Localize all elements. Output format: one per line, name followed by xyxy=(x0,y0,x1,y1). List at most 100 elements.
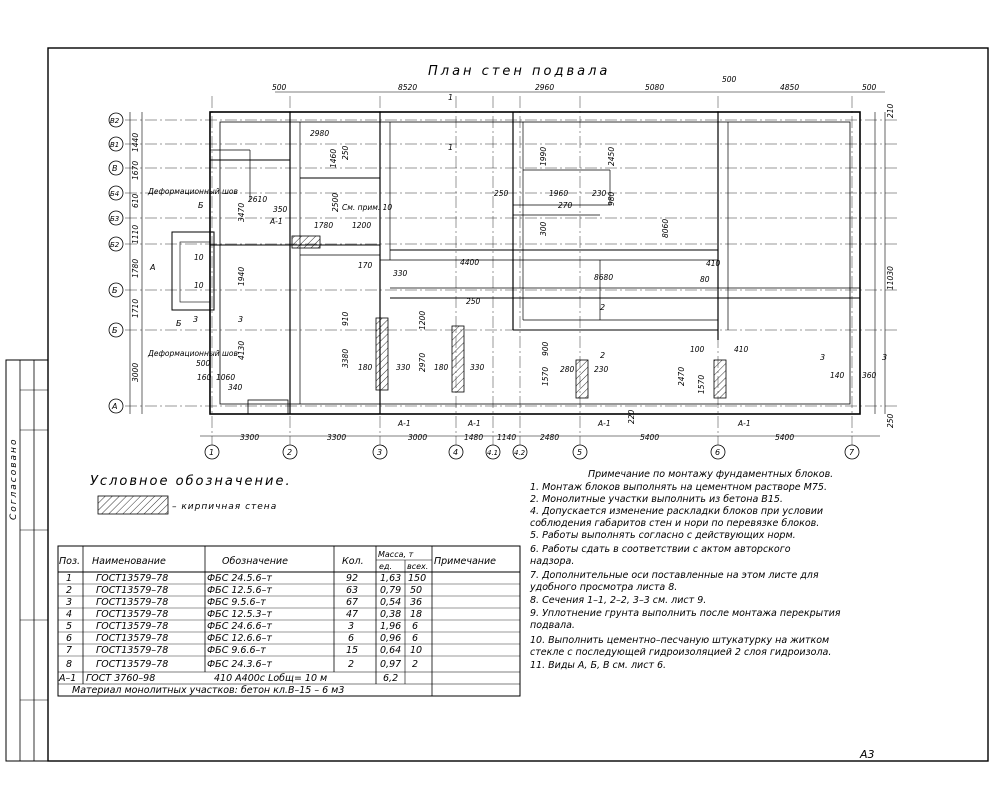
svg-text:6: 6 xyxy=(412,621,418,632)
svg-text:7. Дополнительные оси поставле: 7. Дополнительные оси поставленные на эт… xyxy=(530,570,819,581)
svg-text:ФБС 12.5.6–т: ФБС 12.5.6–т xyxy=(207,585,272,596)
svg-text:250: 250 xyxy=(341,145,350,160)
svg-text:1,96: 1,96 xyxy=(380,621,401,632)
svg-text:А: А xyxy=(111,402,117,411)
svg-text:160: 160 xyxy=(197,373,212,382)
svg-text:А: А xyxy=(149,263,155,272)
svg-text:0,54: 0,54 xyxy=(380,597,401,608)
axis-labels-left: В2 В1 В Б4 Б3 Б2 Б Б А xyxy=(110,117,120,411)
svg-text:А-1: А-1 xyxy=(397,419,411,428)
svg-text:4: 4 xyxy=(66,609,72,620)
svg-text:ГОСТ13579–78: ГОСТ13579–78 xyxy=(96,633,168,644)
brick-wall xyxy=(575,359,589,399)
svg-text:2: 2 xyxy=(66,585,72,596)
svg-text:ГОСТ13579–78: ГОСТ13579–78 xyxy=(96,597,168,608)
svg-text:5. Работы выполнять согласно с: 5. Работы выполнять согласно с действующ… xyxy=(530,530,796,541)
svg-text:330: 330 xyxy=(393,269,408,278)
svg-text:47: 47 xyxy=(346,609,358,620)
svg-text:ФБС 24.6.6–т: ФБС 24.6.6–т xyxy=(207,621,272,632)
svg-text:18: 18 xyxy=(410,609,422,620)
svg-text:4.1: 4.1 xyxy=(487,449,498,457)
svg-text:4130: 4130 xyxy=(237,341,246,360)
svg-text:См. прим. 10: См. прим. 10 xyxy=(342,203,392,212)
svg-text:7: 7 xyxy=(849,448,855,457)
svg-text:ГОСТ13579–78: ГОСТ13579–78 xyxy=(96,621,168,632)
svg-text:ФБС 12.5.3–т: ФБС 12.5.3–т xyxy=(207,609,272,620)
svg-text:5400: 5400 xyxy=(775,433,794,442)
svg-text:150: 150 xyxy=(408,573,426,584)
svg-text:340: 340 xyxy=(228,383,243,392)
svg-text:4400: 4400 xyxy=(460,258,479,267)
svg-text:1460: 1460 xyxy=(329,149,338,168)
svg-text:1: 1 xyxy=(209,448,214,457)
svg-text:180: 180 xyxy=(358,363,373,372)
svg-text:8060: 8060 xyxy=(661,219,670,238)
svg-text:ФБС 24.5.6–т: ФБС 24.5.6–т xyxy=(207,573,272,584)
axis-labels-bottom: 1 2 3 4 4.1 4.2 5 6 7 xyxy=(209,448,855,457)
svg-text:2: 2 xyxy=(600,351,605,360)
svg-text:2: 2 xyxy=(287,448,292,457)
svg-text:3: 3 xyxy=(820,353,825,362)
svg-text:6: 6 xyxy=(715,448,720,457)
svg-text:4850: 4850 xyxy=(780,83,799,92)
svg-text:3380: 3380 xyxy=(341,349,350,368)
svg-text:ГОСТ 3760–98: ГОСТ 3760–98 xyxy=(86,673,155,684)
svg-text:Поз.: Поз. xyxy=(59,556,80,567)
svg-text:1570: 1570 xyxy=(541,367,550,386)
svg-text:330: 330 xyxy=(470,363,485,372)
svg-text:1440: 1440 xyxy=(131,133,140,152)
svg-text:980: 980 xyxy=(607,191,616,206)
svg-text:2980: 2980 xyxy=(310,129,329,138)
svg-text:В: В xyxy=(112,164,118,173)
left-dims: 1440 1670 1110 1780 1710 3000 610 xyxy=(131,133,140,382)
svg-text:500: 500 xyxy=(722,75,737,84)
svg-text:8520: 8520 xyxy=(398,83,417,92)
svg-text:220: 220 xyxy=(627,409,636,424)
svg-text:2500: 2500 xyxy=(331,193,340,212)
svg-text:ГОСТ13579–78: ГОСТ13579–78 xyxy=(96,609,168,620)
svg-text:Наименование: Наименование xyxy=(92,556,166,567)
svg-text:7: 7 xyxy=(66,645,72,656)
svg-text:Б4: Б4 xyxy=(110,190,119,198)
svg-text:230: 230 xyxy=(594,365,609,374)
notes: Примечание по монтажу фундаментных блоко… xyxy=(529,469,841,671)
svg-text:360: 360 xyxy=(862,371,877,380)
axis-markers-bottom xyxy=(204,444,860,460)
svg-text:6: 6 xyxy=(348,633,354,644)
svg-text:270: 270 xyxy=(558,201,573,210)
svg-text:А-1: А-1 xyxy=(737,419,751,428)
sheet-format: A3 xyxy=(859,748,875,761)
svg-text:100: 100 xyxy=(690,345,705,354)
svg-text:10: 10 xyxy=(194,253,204,262)
svg-text:50: 50 xyxy=(410,585,422,596)
dimension-lines xyxy=(129,91,886,437)
svg-text:ГОСТ13579–78: ГОСТ13579–78 xyxy=(96,573,168,584)
axis-grid xyxy=(125,96,900,445)
svg-text:0,96: 0,96 xyxy=(380,633,401,644)
svg-text:Б: Б xyxy=(198,201,204,210)
svg-text:ФБС 12.6.6–т: ФБС 12.6.6–т xyxy=(207,633,272,644)
svg-text:92: 92 xyxy=(346,573,358,584)
svg-text:900: 900 xyxy=(541,341,550,356)
svg-text:4. Допускается изменение раскл: 4. Допускается изменение раскладки блоко… xyxy=(530,506,823,517)
svg-text:Б2: Б2 xyxy=(110,241,120,249)
basement-wall-plan xyxy=(171,111,861,415)
svg-text:6: 6 xyxy=(412,633,418,644)
svg-text:4: 4 xyxy=(453,448,458,457)
svg-text:Масса, т: Масса, т xyxy=(378,550,414,559)
svg-text:11030: 11030 xyxy=(886,266,895,290)
legend-item: – кирпичная стена xyxy=(172,502,277,512)
svg-text:Примечание по монтажу фундамен: Примечание по монтажу фундаментных блоко… xyxy=(588,469,833,480)
svg-text:ФБС 9.5.6–т: ФБС 9.5.6–т xyxy=(207,597,266,608)
svg-text:В2: В2 xyxy=(110,117,120,125)
svg-text:4.2: 4.2 xyxy=(514,449,526,457)
svg-text:2960: 2960 xyxy=(535,83,554,92)
svg-text:А-1: А-1 xyxy=(467,419,481,428)
svg-text:Деформационный шов: Деформационный шов xyxy=(147,349,238,358)
svg-text:Б: Б xyxy=(112,286,118,295)
svg-text:1780: 1780 xyxy=(314,221,333,230)
svg-text:140: 140 xyxy=(830,371,845,380)
svg-text:610: 610 xyxy=(131,193,140,208)
svg-text:5080: 5080 xyxy=(645,83,664,92)
svg-text:0,64: 0,64 xyxy=(380,645,401,656)
